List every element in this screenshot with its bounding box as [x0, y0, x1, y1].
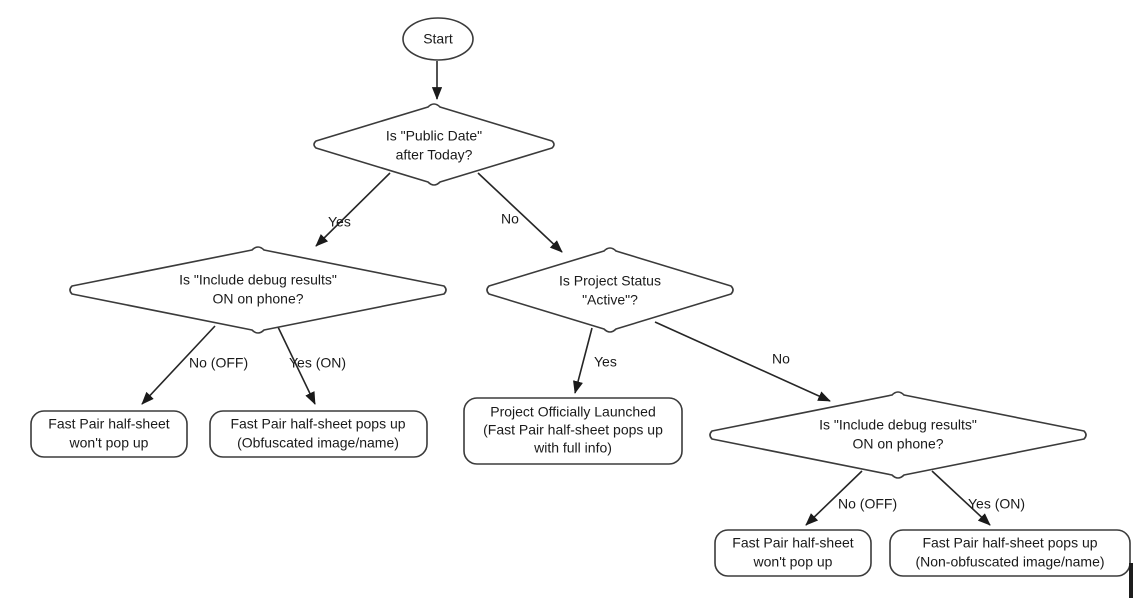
edge-label-project-status-yes: Yes: [594, 354, 617, 370]
decision-public-date-line2: after Today?: [396, 147, 473, 163]
decision-project-status-line2: "Active"?: [582, 292, 638, 308]
right-no-result-line2: won't pop up: [753, 554, 833, 570]
decision-debug-left-line1: Is "Include debug results": [179, 272, 337, 288]
node-decision-project-status[interactable]: Is Project Status "Active"?: [486, 247, 734, 333]
node-decision-debug-left[interactable]: Is "Include debug results" ON on phone?: [69, 246, 447, 334]
decision-project-status-line1: Is Project Status: [559, 273, 661, 289]
launched-result-box: [463, 397, 683, 465]
left-yes-result-line2: (Obfuscated image/name): [237, 435, 399, 451]
start-label: Start: [423, 31, 453, 47]
edge-label-debug-right-yes: Yes (ON): [968, 496, 1025, 512]
edge-label-public-date-yes: Yes: [328, 214, 351, 230]
node-result-right-no[interactable]: Fast Pair half-sheet won't pop up: [714, 529, 872, 577]
edge-label-debug-right-no: No (OFF): [838, 496, 897, 512]
edge-project-status-no: No: [654, 321, 831, 402]
left-yes-result-line1: Fast Pair half-sheet pops up: [230, 416, 405, 432]
edge-label-project-status-no: No: [772, 351, 790, 367]
left-no-result-box: [30, 410, 188, 458]
launched-result-line1: Project Officially Launched: [490, 404, 656, 420]
edge-public-date-no: No: [477, 172, 563, 253]
edge-debug-left-yes: Yes (ON): [277, 326, 346, 405]
edge-debug-right-no: No (OFF): [805, 470, 897, 526]
node-result-launched[interactable]: Project Officially Launched (Fast Pair h…: [463, 397, 683, 465]
node-result-left-yes[interactable]: Fast Pair half-sheet pops up (Obfuscated…: [209, 410, 428, 458]
node-start[interactable]: Start: [402, 17, 474, 61]
edge-label-public-date-no: No: [501, 211, 519, 227]
edge-debug-left-no: No (OFF): [141, 325, 248, 405]
left-yes-result-box: [209, 410, 428, 458]
cursor-artifact: [1129, 563, 1133, 598]
left-no-result-line2: won't pop up: [69, 435, 149, 451]
right-yes-result-box: [889, 529, 1131, 577]
launched-result-line3: with full info): [533, 440, 612, 456]
launched-result-line2: (Fast Pair half-sheet pops up: [483, 422, 663, 438]
edge-debug-right-yes: Yes (ON): [931, 470, 1025, 526]
decision-debug-right-line2: ON on phone?: [852, 436, 943, 452]
decision-public-date-line1: Is "Public Date": [386, 128, 482, 144]
edge-public-date-yes: Yes: [315, 172, 391, 247]
decision-debug-left-line2: ON on phone?: [212, 291, 303, 307]
node-result-right-yes[interactable]: Fast Pair half-sheet pops up (Non-obfusc…: [889, 529, 1131, 577]
edge-label-debug-left-yes: Yes (ON): [289, 355, 346, 371]
left-no-result-line1: Fast Pair half-sheet: [48, 416, 169, 432]
node-decision-public-date[interactable]: Is "Public Date" after Today?: [313, 103, 555, 186]
right-no-result-box: [714, 529, 872, 577]
decision-debug-right-line1: Is "Include debug results": [819, 417, 977, 433]
edge-label-debug-left-no: No (OFF): [189, 355, 248, 371]
start-ellipse: [402, 17, 474, 61]
right-yes-result-line2: (Non-obfuscated image/name): [915, 554, 1104, 570]
right-yes-result-line1: Fast Pair half-sheet pops up: [922, 535, 1097, 551]
edge-project-status-yes: Yes: [573, 327, 617, 394]
node-decision-debug-right[interactable]: Is "Include debug results" ON on phone?: [709, 391, 1087, 479]
right-no-result-line1: Fast Pair half-sheet: [732, 535, 853, 551]
node-result-left-no[interactable]: Fast Pair half-sheet won't pop up: [30, 410, 188, 458]
